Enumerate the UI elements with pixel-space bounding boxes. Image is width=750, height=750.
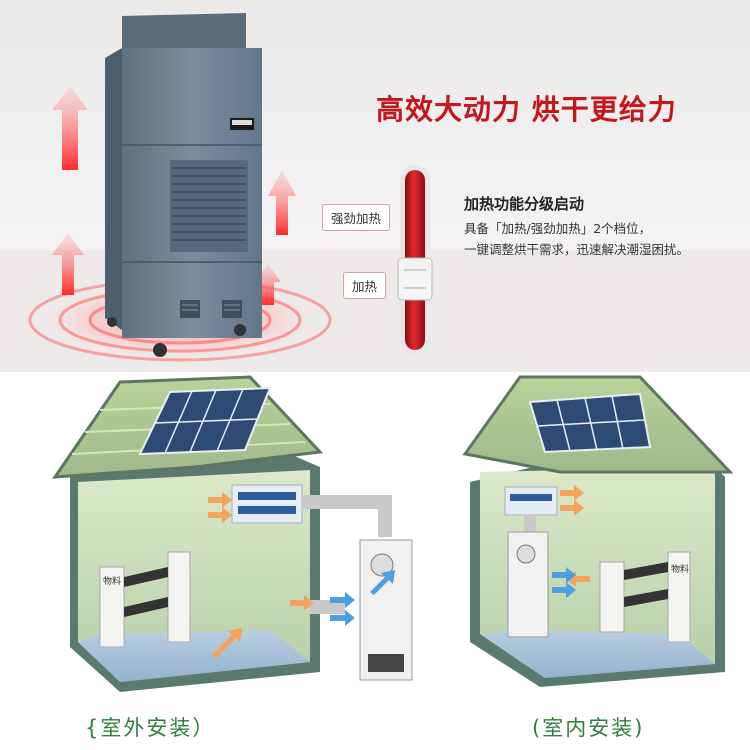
feature-description-line: 具备「加热/强劲加热」2个档位， bbox=[464, 221, 652, 236]
house-outdoor-install bbox=[52, 375, 413, 692]
shelf-label: 物料 bbox=[671, 565, 690, 575]
feature-description-line: 一键调整烘干需求，迅速解决潮湿困扰。 bbox=[464, 242, 690, 257]
material-shelf bbox=[99, 551, 191, 648]
heat-level-gauge bbox=[397, 165, 433, 355]
indoor-dehumidifier bbox=[507, 531, 549, 638]
level-low-tag: 加热 bbox=[343, 272, 387, 299]
solar-panel bbox=[138, 386, 272, 456]
install-diagrams: {室外安装） (室内安装) 物料 物料 bbox=[0, 372, 750, 750]
shelf-label: 物料 bbox=[103, 577, 122, 587]
house-indoor-install bbox=[462, 375, 734, 687]
feature-description: 具备「加热/强劲加热」2个档位， 一键调整烘干需求，迅速解决潮湿困扰。 bbox=[464, 218, 744, 260]
install-graphics bbox=[52, 375, 734, 692]
outdoor-dehumidifier bbox=[359, 539, 413, 681]
caption-indoor-install: (室内安装) bbox=[532, 716, 645, 740]
heat-arrows bbox=[52, 86, 296, 305]
dehumidifier-machine bbox=[105, 13, 262, 357]
solar-panel bbox=[528, 392, 652, 454]
product-banner: 高效大动力 烘干更给力 加热功能分级启动 具备「加热/强劲加热」2个档位， 一键… bbox=[0, 0, 750, 372]
caption-outdoor-install: {室外安装） bbox=[85, 716, 216, 740]
airflow-arrows bbox=[208, 492, 314, 659]
banner-graphics bbox=[0, 13, 750, 372]
material-shelf bbox=[599, 551, 691, 643]
level-high-tag: 强劲加热 bbox=[322, 204, 391, 231]
headline: 高效大动力 烘干更给力 bbox=[376, 93, 677, 126]
feature-title: 加热功能分级启动 bbox=[464, 195, 585, 213]
